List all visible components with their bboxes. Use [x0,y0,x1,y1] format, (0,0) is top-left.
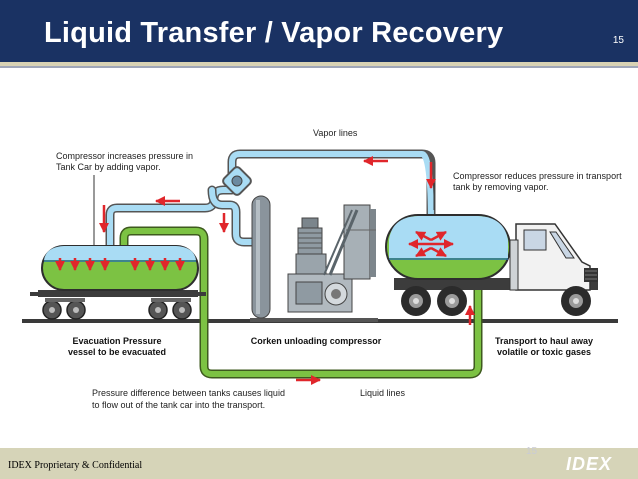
compressor-reduces-label-line2: tank by removing vapor. [453,182,549,192]
vapor-lines-label: Vapor lines [313,128,358,138]
vapor-line [105,149,436,250]
idex-logo-text: IDEX [566,454,613,474]
faint-page-number: 15 [526,446,538,457]
corken-label: Corken unloading compressor [250,336,382,346]
pressure-difference-label-line2: to flow out of the tank car into the tra… [92,400,266,410]
label-pointers [93,175,435,246]
transport-truck-icon [385,214,598,316]
slide-title: Liquid Transfer / Vapor Recovery [44,17,504,49]
transport-label-line2: volatile or toxic gases [496,347,592,357]
transport-arrow-out-1 [415,230,432,242]
transport-arrow-out-5 [415,246,432,258]
four-way-valve-icon [222,166,252,196]
evacuation-label-line1: Evacuation Pressure [72,336,162,346]
pressure-difference-label-line1: Pressure difference between tanks causes… [92,388,285,398]
liquid-line [119,226,483,379]
title-bar-stripe-lower [0,66,638,68]
process-diagram [22,149,618,385]
compressor-reduces-label-line1: Compressor reduces pressure in transport [453,171,622,181]
evacuation-label-line2: vessel to be evacuated [67,347,167,357]
transport-arrow-out-2 [430,230,447,242]
footer-bar [0,448,638,479]
transport-label-line1: Transport to haul away [494,336,594,346]
tank-car-icon [30,245,206,320]
title-bar-stripe [0,62,638,66]
transport-arrow-out-6 [430,246,447,258]
flow-arrows [55,156,475,385]
confidential-notice: IDEX Proprietary & Confidential [8,460,143,471]
title-bar [0,0,638,62]
compressor-increases-label-line2: Tank Car by adding vapor. [56,162,161,172]
compressor-increases-label-line1: Compressor increases pressure in [56,151,194,161]
liquid-lines-label: Liquid lines [360,388,406,398]
compressor-icon [250,195,378,322]
slide-number: 15 [612,35,624,46]
